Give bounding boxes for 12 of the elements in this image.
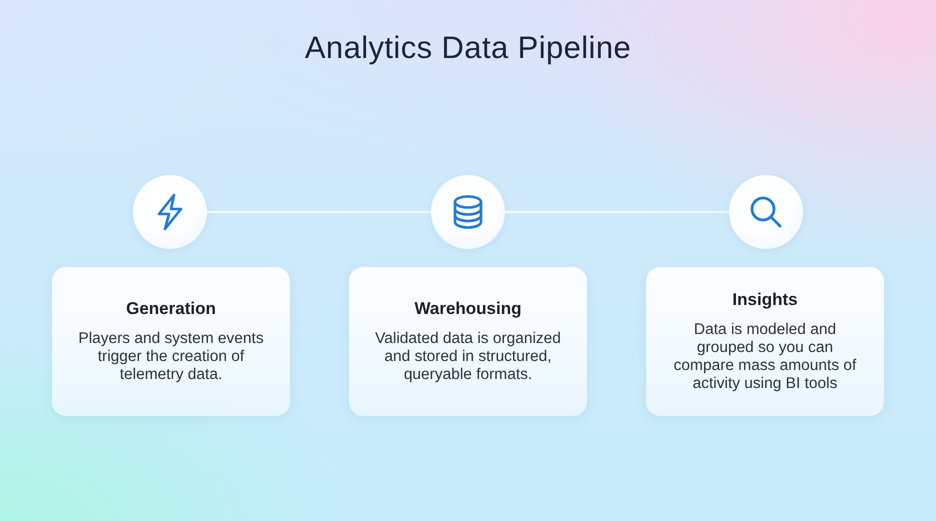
step-card [646,267,884,416]
step-heading: Insights [732,290,798,310]
step-description: Players and system events trigger the creation of telemetry data. [77,330,265,384]
step-heading: Generation [126,299,216,319]
step-description: Validated data is organized and stored in structured, queryable formats. [374,330,562,384]
connector-line [505,211,729,213]
connector-line [207,211,431,213]
step-card [349,267,587,416]
diagram-title: Analytics Data Pipeline [304,30,632,66]
step-heading: Warehousing [414,299,522,319]
step-card [52,267,290,416]
step-description: Data is modeled and grouped so you can compare mass amounts of activity using BI tools [672,321,858,393]
